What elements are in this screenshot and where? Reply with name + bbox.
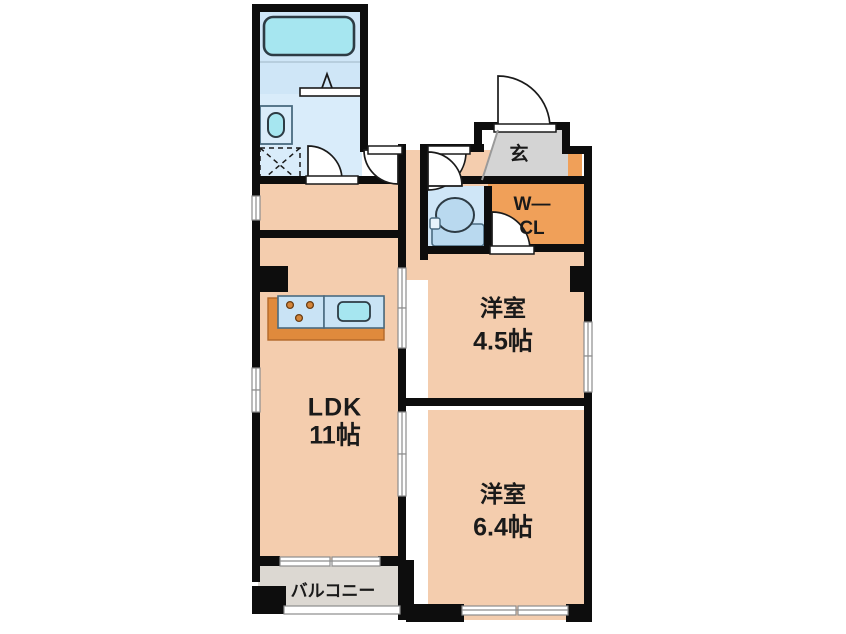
wall-ldk-right: [398, 184, 406, 560]
window-bedroom45-right: [583, 321, 593, 393]
door-washroom[interactable]: [305, 145, 359, 185]
wall-between-bedrooms: [406, 398, 592, 406]
bath-door-panel: [299, 87, 363, 97]
wall-bedroom64-bottom-left: [406, 604, 464, 622]
wall-ldk-partition: [258, 230, 406, 238]
wall-right-bottom-notch: [566, 604, 592, 622]
window-ldk-left-upper: [251, 367, 261, 391]
wall-right-lower: [584, 404, 592, 620]
closet-label-line1: W—: [514, 194, 551, 215]
washbasin-icon: [267, 112, 285, 138]
genkan-floor: [482, 130, 568, 180]
window-bedroom64-bottom: [461, 605, 569, 616]
wall-closet-top: [428, 176, 592, 184]
room-labels: LDK 11帖 洋室 4.5帖 洋室 6.4帖 W— CL 玄 バルコニー: [291, 142, 551, 600]
bedroom-45-label-size: 4.5帖: [473, 328, 533, 356]
burner-3: [294, 313, 304, 323]
wall-balcony-left-upper: [252, 566, 260, 582]
wall-right-seg-a: [584, 284, 592, 328]
bedroom-45-floor: [428, 252, 586, 404]
kitchen-counter: [267, 295, 385, 341]
ldk-label-name: LDK: [308, 394, 362, 422]
balcony-sliding-door[interactable]: [279, 556, 381, 567]
burner-2: [305, 300, 315, 310]
genkan-label: 玄: [509, 142, 528, 165]
wall-bath-right-upper: [360, 4, 368, 152]
ldk-floor: [258, 182, 406, 560]
balcony-label: バルコニー: [291, 581, 376, 600]
wall-ldk-left-lower: [252, 412, 260, 562]
wall-ldk-bottom-right: [378, 556, 406, 566]
door-toilet[interactable]: [427, 151, 463, 187]
burner-1: [285, 300, 295, 310]
bath-door-swing-icon: [321, 71, 333, 89]
toilet-bowl: [435, 197, 475, 233]
door-ldk-hall[interactable]: [363, 145, 403, 185]
toilet-handle: [429, 217, 441, 230]
door-entrance[interactable]: [493, 75, 557, 133]
windows: [251, 195, 593, 616]
wall-genkan-left-step: [474, 122, 482, 152]
walls: [252, 4, 592, 622]
wall-bath-top: [252, 4, 368, 12]
toilet-icon: [429, 197, 485, 247]
bath-fixtures: [258, 15, 363, 183]
wall-bedroom64-left: [406, 560, 414, 622]
ldk-label-size: 11帖: [309, 422, 360, 450]
bedroom-64-label-name: 洋室: [480, 481, 526, 507]
wall-corridor-left-upper: [398, 144, 406, 184]
bedroom-64-label-size: 6.4帖: [473, 514, 533, 542]
wall-right-upper: [584, 176, 592, 268]
doors: [305, 75, 557, 255]
wall-balcony-left-corner: [252, 586, 286, 614]
sliding-door-bedroom64[interactable]: [397, 411, 407, 497]
genkan-step-edge: [481, 129, 499, 181]
balcony-railing: [283, 605, 401, 615]
wall-ldk-bottom-left: [252, 556, 280, 566]
kitchen-sink-icon: [337, 301, 371, 322]
wall-toilet-right: [484, 186, 492, 252]
wall-entry-right-step: [562, 146, 592, 154]
genkan-step-line: [481, 129, 499, 181]
wall-ldk-column: [252, 266, 288, 292]
wall-entry-far-right: [584, 146, 592, 182]
bathtub-icon: [262, 15, 356, 57]
wall-closet-bottom: [484, 244, 592, 252]
bedroom-45-label-name: 洋室: [480, 295, 526, 321]
closet-label-line2: CL: [519, 218, 545, 239]
window-washroom-left: [251, 195, 261, 221]
sliding-door-bedroom45[interactable]: [397, 267, 407, 349]
wall-toilet-bottom: [420, 246, 492, 254]
wall-washroom-bottom-left: [252, 176, 308, 184]
door-closet[interactable]: [489, 211, 535, 255]
wall-corridor-right-upper: [420, 144, 428, 190]
window-ldk-left-lower: [251, 389, 261, 413]
wall-genkan-right: [562, 122, 570, 154]
wall-bath-left: [252, 4, 260, 184]
gas-stove-icon: [277, 295, 325, 329]
wall-toilet-left: [420, 186, 428, 260]
bedroom-64-floor: [428, 410, 586, 620]
wall-balcony-right: [398, 560, 406, 620]
